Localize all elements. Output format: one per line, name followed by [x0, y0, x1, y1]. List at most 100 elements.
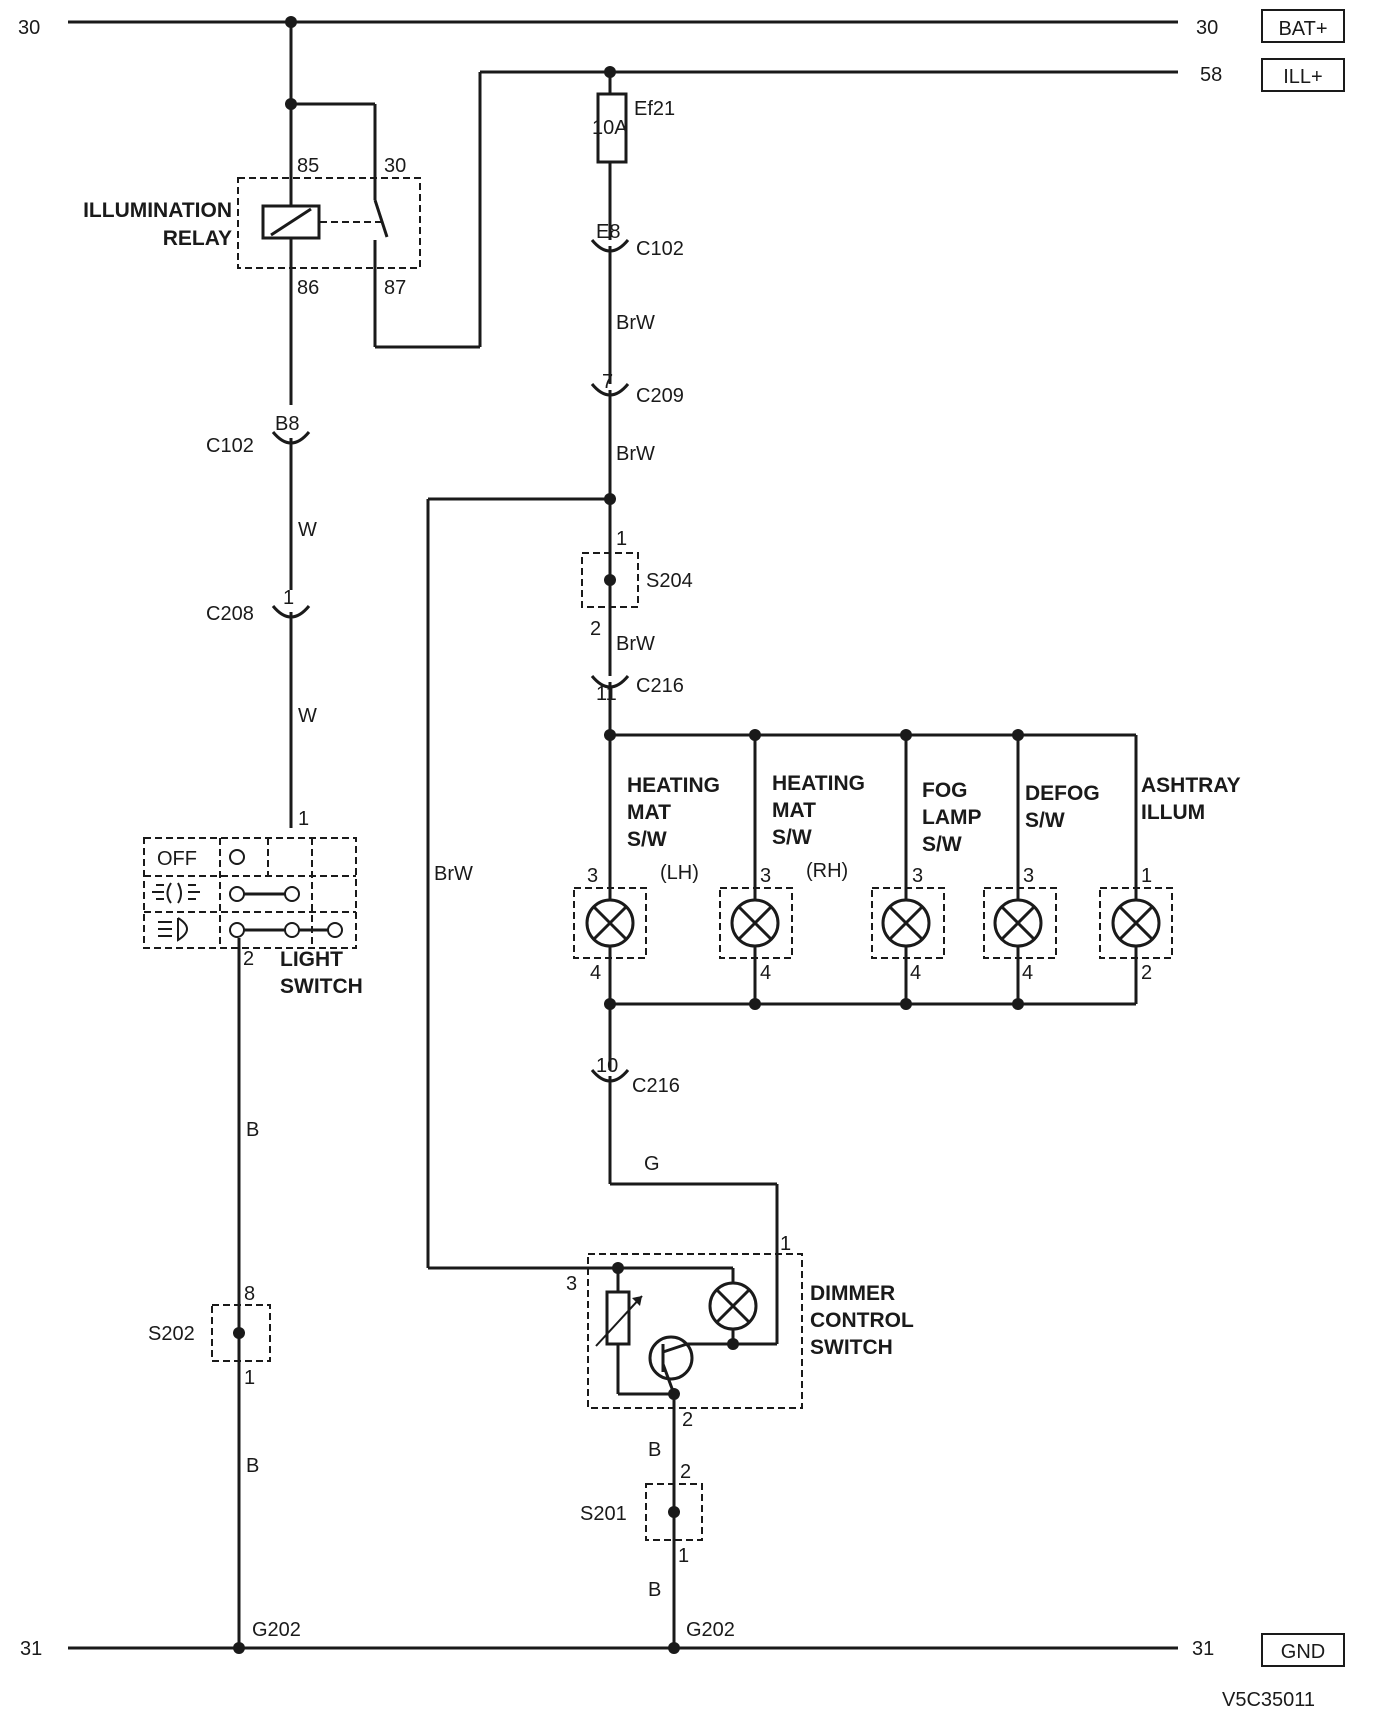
- dimmer-pin-2: 2: [682, 1409, 693, 1431]
- dimmer-feed-branch: BrW: [426, 499, 618, 1270]
- wire-label-brw-left: BrW: [434, 863, 473, 885]
- ill-tag-box: [1261, 58, 1345, 92]
- ground-left-label: G202: [252, 1619, 301, 1641]
- c216-top-pin: 11: [596, 683, 617, 705]
- relay-switch-arm: [373, 199, 389, 238]
- s204-label: S204: [646, 570, 693, 592]
- dimmer-control-switch: 3 2 DIMMER CONTROL SWITCH: [566, 1253, 914, 1431]
- headlight-icon: [158, 917, 188, 942]
- figure-code: V5C35011: [1222, 1689, 1315, 1711]
- c102-right-pin: E8: [596, 221, 620, 243]
- relay-pin-85: 85: [297, 155, 319, 177]
- lamp-box: [573, 887, 647, 959]
- light-switch-pin-1: 1: [298, 808, 309, 830]
- light-switch-off: OFF: [157, 848, 197, 870]
- switch-contact: [229, 886, 245, 902]
- c209-pin: 7: [602, 371, 613, 393]
- lamp-pin-top: 3: [1023, 865, 1034, 887]
- lamp-pin-bottom: 4: [590, 962, 601, 984]
- c216-bottom-label: C216: [632, 1075, 680, 1097]
- dimmer-pin-3: 3: [566, 1273, 577, 1295]
- gnd-tag-box: [1261, 1633, 1345, 1667]
- s202-pin-bottom: 1: [244, 1367, 255, 1389]
- s202-label: S202: [148, 1323, 195, 1345]
- lamp-pin-bottom: 4: [1022, 962, 1033, 984]
- dimmer-title-line1: DIMMER: [810, 1282, 895, 1305]
- relay-title-line1: ILLUMINATION: [83, 199, 232, 222]
- switch-contact: [284, 922, 300, 938]
- switch-contact: [284, 886, 300, 902]
- light-switch-box: [143, 837, 357, 949]
- s204-pin-top: 1: [616, 528, 627, 550]
- left-branch: B8 C102 W 1 C208 W 1: [206, 413, 317, 830]
- lamp-bank: HEATING MAT S/W (LH) 3 4 HEATING MAT S/W…: [573, 729, 1241, 1010]
- light-switch: OFF 2 LIGHT SWITCH: [143, 837, 363, 998]
- lamp-icon: [585, 898, 635, 948]
- ground-right-label: G202: [686, 1619, 735, 1641]
- lamp-pin-bottom: 2: [1141, 962, 1152, 984]
- wire-label-brw1: BrW: [616, 312, 655, 334]
- s201-label: S201: [580, 1503, 627, 1525]
- lamp-pin-bottom: 4: [760, 962, 771, 984]
- ground-dot-right: [668, 1642, 680, 1654]
- transistor-icon: [648, 1335, 694, 1395]
- lamp-label-line3: S/W: [922, 833, 962, 856]
- lamp-icon: [881, 898, 931, 948]
- wire-label-g: G: [644, 1153, 660, 1175]
- relay-pin-87: 87: [384, 277, 406, 299]
- light-switch-title-line1: LIGHT: [280, 948, 343, 971]
- splice-s202-dot: [233, 1327, 245, 1339]
- rail-bottom-left-num: 31: [20, 1638, 42, 1660]
- splice-s204-box: [581, 552, 639, 608]
- light-switch-pin-2: 2: [243, 948, 254, 970]
- lamp-label-line1: ASHTRAY: [1141, 774, 1241, 797]
- lamp-label-line1: DEFOG: [1025, 782, 1100, 805]
- fuse-ef21-icon: [596, 92, 628, 164]
- fuse-rating: 10A: [592, 117, 628, 139]
- s204-pin-bottom: 2: [590, 618, 601, 640]
- lamp-ashtray-illum: ASHTRAY ILLUM 1 2: [1099, 735, 1241, 1004]
- c216-top-label: C216: [636, 675, 684, 697]
- lamp-defog: DEFOG S/W 3 4: [983, 729, 1100, 1010]
- lamp-pin-top: 3: [760, 865, 771, 887]
- lamp-icon: [993, 898, 1043, 948]
- c102-left-pin: B8: [275, 413, 299, 435]
- s202-pin-top: 8: [244, 1283, 255, 1305]
- lamp-box: [983, 887, 1057, 959]
- c209-label: C209: [636, 385, 684, 407]
- lamp-icon: [708, 1281, 758, 1331]
- s201-pin-top: 2: [680, 1461, 691, 1483]
- c208-pin: 1: [283, 587, 294, 609]
- lamp-label-line3: S/W: [772, 826, 812, 849]
- lamp-label-line2: S/W: [1025, 809, 1065, 832]
- parking-light-icon: [152, 882, 200, 904]
- rail-top-left-num: 30: [18, 17, 40, 39]
- s201-pin-bottom: 1: [678, 1545, 689, 1567]
- ill-tag: ILL+: [1283, 66, 1322, 88]
- lamp-label-line3: S/W: [627, 828, 667, 851]
- lamp-box: [719, 887, 793, 959]
- relay-pin-86: 86: [297, 277, 319, 299]
- dimmer-title-line3: SWITCH: [810, 1336, 893, 1359]
- wire-label-brw2: BrW: [616, 443, 655, 465]
- junction-dot: [900, 998, 912, 1010]
- c102-left-label: C102: [206, 435, 254, 457]
- rheostat-icon: [595, 1290, 643, 1347]
- lamp-icon: [1111, 898, 1161, 948]
- center-feed: Ef21 10A E8 C102 BrW 7 C209 BrW 1 S204 2…: [428, 66, 693, 735]
- lamp-heating-mat-lh: HEATING MAT S/W (LH) 3 4: [573, 729, 720, 1010]
- lamp-side: (RH): [806, 860, 848, 882]
- lamp-label-line1: FOG: [922, 779, 968, 802]
- lamp-pin-top: 3: [587, 865, 598, 887]
- relay-coil-icon: [261, 204, 321, 240]
- c208-label: C208: [206, 603, 254, 625]
- c102-right-label: C102: [636, 238, 684, 260]
- c216-bottom-pin: 10: [596, 1055, 618, 1077]
- left-ground-branch: B 8 S202 1 B G202: [148, 938, 301, 1654]
- wire-label-w2: W: [298, 705, 317, 727]
- rail-ill-num: 58: [1200, 64, 1222, 86]
- lamp-pin-bottom: 4: [910, 962, 921, 984]
- relay-pin-30: 30: [384, 155, 406, 177]
- dimmer-ground-branch: B 2 S201 1 B G202: [580, 1394, 735, 1654]
- light-switch-title-line2: SWITCH: [280, 975, 363, 998]
